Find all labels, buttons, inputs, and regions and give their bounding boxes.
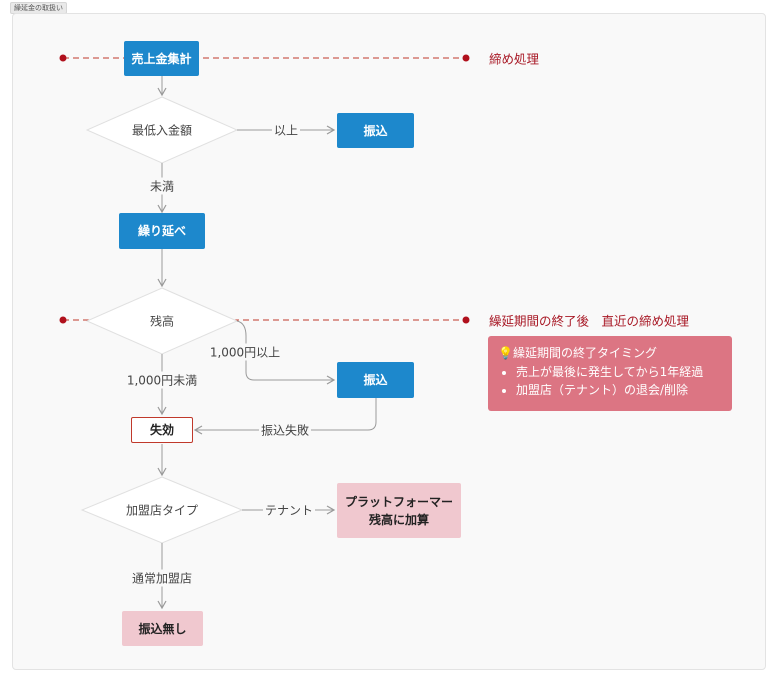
tenant-label: テナント: [262, 501, 316, 519]
member-type-label: 加盟店タイプ: [125, 503, 199, 518]
deferral-end-dashed-line: [59, 316, 470, 324]
deferral-end-label: 繰延期間の終了後 直近の締め処理: [489, 313, 690, 329]
lightbulb-icon: 💡: [498, 346, 513, 360]
below-min-label: 未満: [147, 177, 177, 195]
note-title: 繰延期間の終了タイミング: [512, 346, 657, 360]
closing-label: 締め処理: [489, 51, 540, 67]
note-list: 売上が最後に発生してから1年経過 加盟店（テナント）の退会/削除: [498, 363, 722, 399]
note-item: 加盟店（テナント）の退会/削除: [516, 381, 722, 399]
no-transfer-box: 振込無し: [122, 611, 203, 646]
above-min-label: 以上: [271, 121, 301, 139]
closing-dashed-line: [59, 54, 470, 62]
under-1000-label: 1,000円未満: [124, 371, 200, 389]
min-amount-label: 最低入金額: [131, 123, 193, 138]
normal-member-label: 通常加盟店: [129, 569, 195, 587]
expire-box: 失効: [131, 417, 193, 443]
deferral-timing-note: 💡繰延期間の終了タイミング 売上が最後に発生してから1年経過 加盟店（テナント）…: [488, 336, 732, 411]
platformer-box: プラットフォーマー 残高に加算: [337, 483, 461, 538]
edge-balance-to-transfer: [236, 320, 336, 385]
transfer-box-2: 振込: [337, 362, 414, 398]
transfer-box-1: 振込: [337, 113, 414, 148]
edge-transfer-failed: [193, 398, 377, 435]
platformer-line-2: 残高に加算: [368, 512, 429, 527]
transfer-failed-label: 振込失敗: [258, 421, 312, 439]
note-title-row: 💡繰延期間の終了タイミング: [498, 344, 722, 362]
balance-label: 残高: [149, 314, 175, 329]
carry-over-box: 繰り延べ: [119, 213, 205, 249]
sales-total-box: 売上金集計: [124, 41, 199, 76]
over-1000-label: 1,000円以上: [207, 343, 283, 361]
note-item: 売上が最後に発生してから1年経過: [516, 363, 722, 381]
platformer-line-1: プラットフォーマー: [344, 494, 453, 509]
